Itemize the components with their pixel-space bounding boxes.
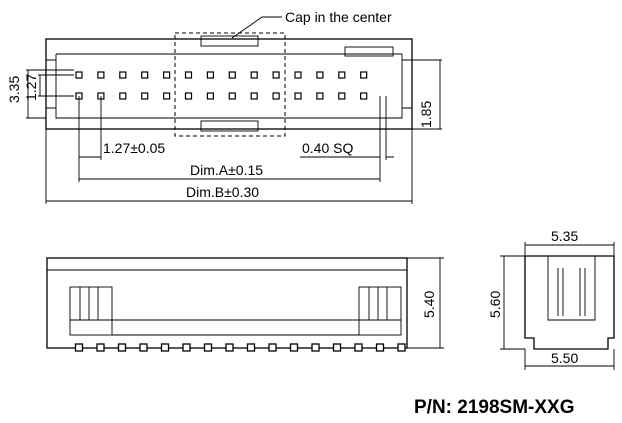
pin — [206, 92, 214, 100]
solder-foot — [96, 343, 105, 352]
solder-foot — [268, 343, 277, 352]
solder-foot — [117, 343, 127, 352]
pin — [338, 71, 346, 79]
solder-foot — [289, 343, 299, 352]
pin — [163, 71, 171, 79]
pin — [228, 92, 236, 100]
solder-foot — [139, 343, 148, 352]
pin — [272, 71, 280, 79]
side-view-cavity — [547, 256, 596, 321]
side-bottom-dim-line — [524, 349, 615, 370]
polarization-key — [344, 46, 394, 57]
pin — [184, 71, 193, 79]
side-view: 5.35 5.60 5.50 — [487, 228, 615, 370]
pin — [119, 92, 127, 100]
left-latch — [69, 286, 113, 336]
height-540-label: 5.40 — [421, 291, 437, 318]
solder-foot — [160, 343, 170, 352]
part-number: P/N: 2198SM-XXG — [414, 397, 575, 418]
solder-foot — [397, 343, 406, 352]
pin — [338, 92, 346, 100]
solder-foot — [332, 343, 342, 352]
pin — [294, 71, 302, 79]
bottom-dimensions: 1.27±0.05 0.40 SQ Dim.A±0.15 Dim.B±0.30 — [45, 96, 413, 204]
top-view-outline — [45, 38, 413, 130]
pin — [360, 92, 368, 100]
left-extension-lines — [26, 69, 74, 119]
solder-foot — [246, 343, 256, 352]
solder-foot — [311, 343, 320, 352]
solder-foot — [74, 343, 84, 352]
side-view-contacts — [557, 268, 586, 316]
horizontal-extension-lines — [45, 96, 413, 204]
right-extension-lines — [412, 59, 442, 130]
pin — [184, 92, 193, 100]
dim-a-label: Dim.A±0.15 — [190, 162, 263, 178]
pin — [360, 71, 368, 79]
solder-foot — [203, 343, 213, 352]
front-view-outline — [46, 257, 408, 349]
cap-callout-label: Cap in the center — [285, 9, 392, 25]
cap-leader-line — [231, 16, 282, 39]
front-view: 5.40 — [46, 257, 444, 352]
solder-foot — [354, 343, 363, 352]
solder-feet — [74, 343, 406, 352]
pin — [294, 92, 302, 100]
pin-grid — [75, 71, 368, 100]
cap-tab-top — [200, 35, 259, 47]
pin — [250, 71, 258, 79]
pin — [75, 71, 83, 79]
pin — [272, 92, 280, 100]
pin — [316, 92, 324, 100]
pin — [206, 71, 214, 79]
pin — [163, 92, 171, 100]
top-view: Cap in the center — [45, 9, 413, 137]
dim-335-label: 3.35 — [6, 76, 22, 103]
pin — [250, 92, 258, 100]
right-latch-detail — [359, 287, 401, 321]
top-view-inner-wall — [55, 53, 403, 119]
side-height-dim-line — [500, 255, 525, 350]
height-dim-line — [407, 257, 444, 349]
pin — [119, 71, 127, 79]
pitch-label: 1.27±0.05 — [103, 140, 165, 156]
pin — [316, 71, 324, 79]
side-top-dim-line — [524, 242, 615, 256]
front-body-lines — [112, 319, 359, 336]
end-latch-lines — [46, 59, 412, 109]
dim-185-label: 1.85 — [418, 101, 434, 128]
dim-b-label: Dim.B±0.30 — [186, 184, 259, 200]
pin-size-label: 0.40 SQ — [302, 140, 353, 156]
side-view-outline — [524, 255, 615, 350]
side-height-label: 5.60 — [487, 291, 503, 318]
dim-127-vertical-label: 1.27 — [23, 74, 39, 101]
pin — [141, 92, 149, 100]
pin — [97, 71, 105, 79]
right-dimensions: 1.85 — [412, 59, 442, 130]
solder-foot — [182, 343, 191, 352]
left-latch-detail — [70, 287, 112, 321]
side-bottom-width-label: 5.50 — [551, 350, 578, 366]
right-latch — [358, 286, 402, 336]
pin — [228, 71, 236, 79]
cap-tab-bottom — [200, 120, 259, 132]
center-cap-outline — [174, 32, 286, 137]
side-top-width-label: 5.35 — [551, 228, 578, 244]
pin — [141, 71, 149, 79]
left-dimensions: 3.35 1.27 — [6, 69, 74, 119]
solder-foot — [375, 343, 385, 352]
solder-foot — [225, 343, 234, 352]
